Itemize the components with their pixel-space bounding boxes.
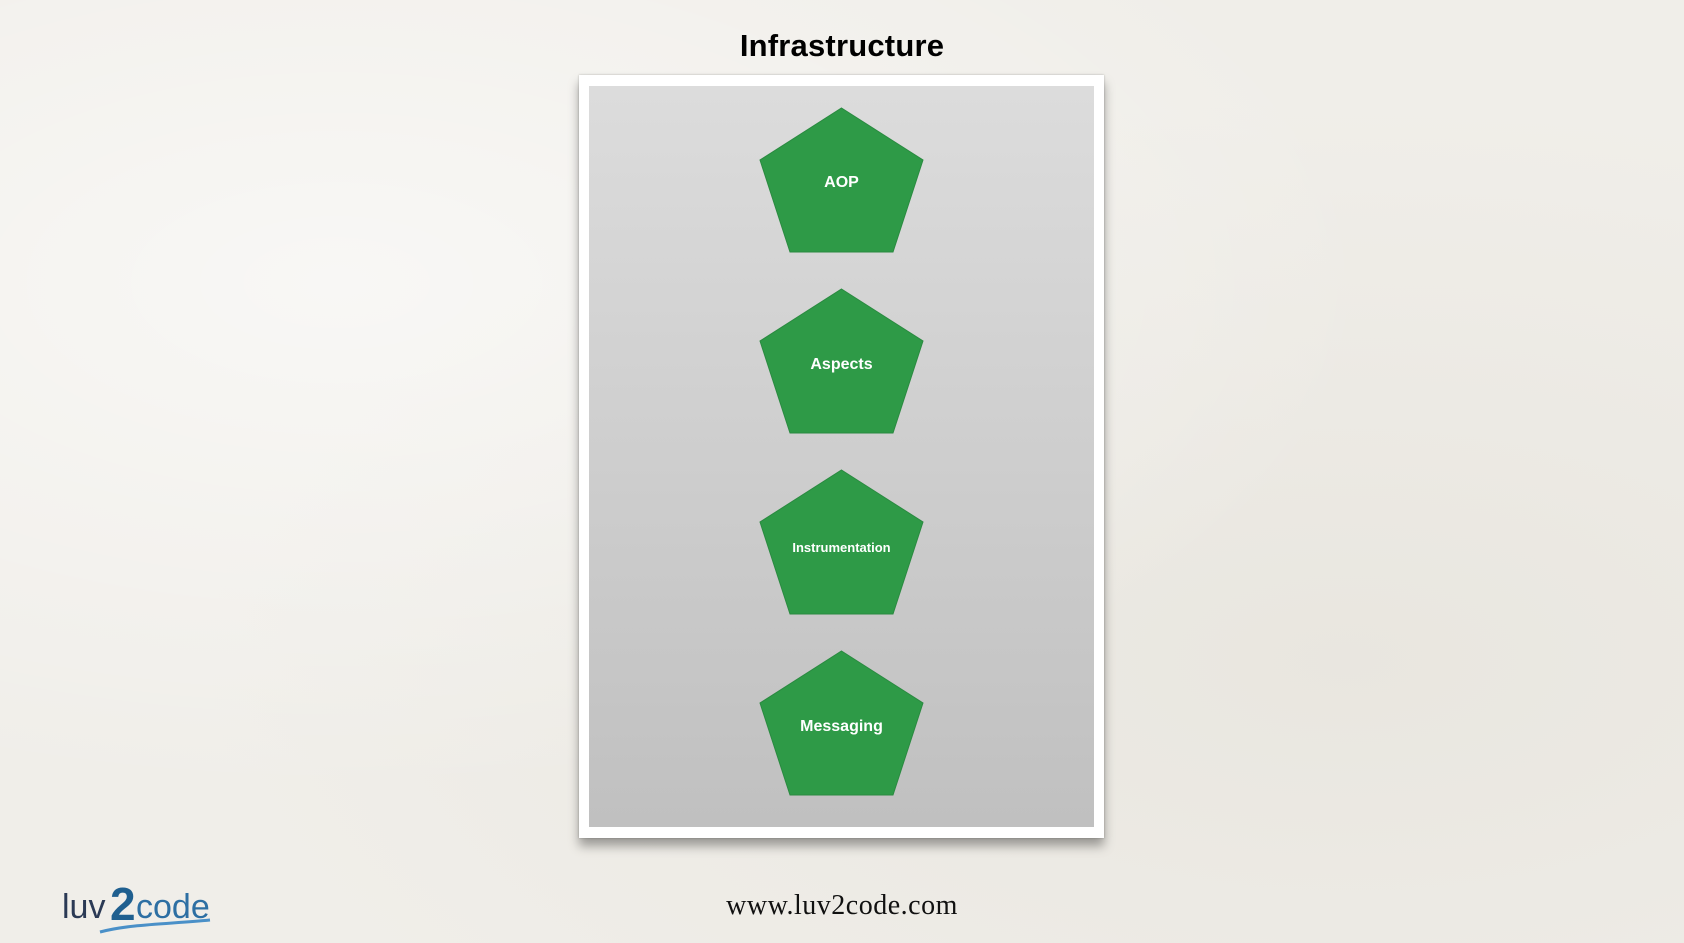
pentagon-shape — [759, 107, 924, 253]
luv2code-logo: luv 2 code — [60, 878, 230, 936]
logo-swoosh-icon — [99, 918, 211, 934]
diagram-frame: AOP Aspects Instrumentation Messaging — [579, 75, 1104, 838]
diagram-panel: AOP Aspects Instrumentation Messaging — [589, 86, 1094, 827]
pentagon-label-aop: AOP — [824, 174, 859, 191]
pentagon-shape — [759, 469, 924, 615]
pentagon-aop: AOP — [759, 107, 924, 253]
pentagon-aspects: Aspects — [759, 288, 924, 434]
pentagon-messaging: Messaging — [759, 650, 924, 796]
logo-text-left: luv — [62, 888, 105, 926]
pentagon-label-instrumentation: Instrumentation — [792, 540, 891, 555]
logo-mark: luv 2 code — [62, 878, 211, 934]
pentagon-label-aspects: Aspects — [810, 356, 873, 373]
pentagon-label-messaging: Messaging — [800, 718, 883, 735]
logo-text-mid: 2 — [110, 880, 136, 930]
slide-title: Infrastructure — [739, 28, 945, 63]
footer-url: www.luv2code.com — [726, 890, 958, 921]
pentagon-instrumentation: Instrumentation — [759, 469, 924, 615]
pentagon-shape — [759, 288, 924, 434]
pentagon-shape — [759, 650, 924, 796]
